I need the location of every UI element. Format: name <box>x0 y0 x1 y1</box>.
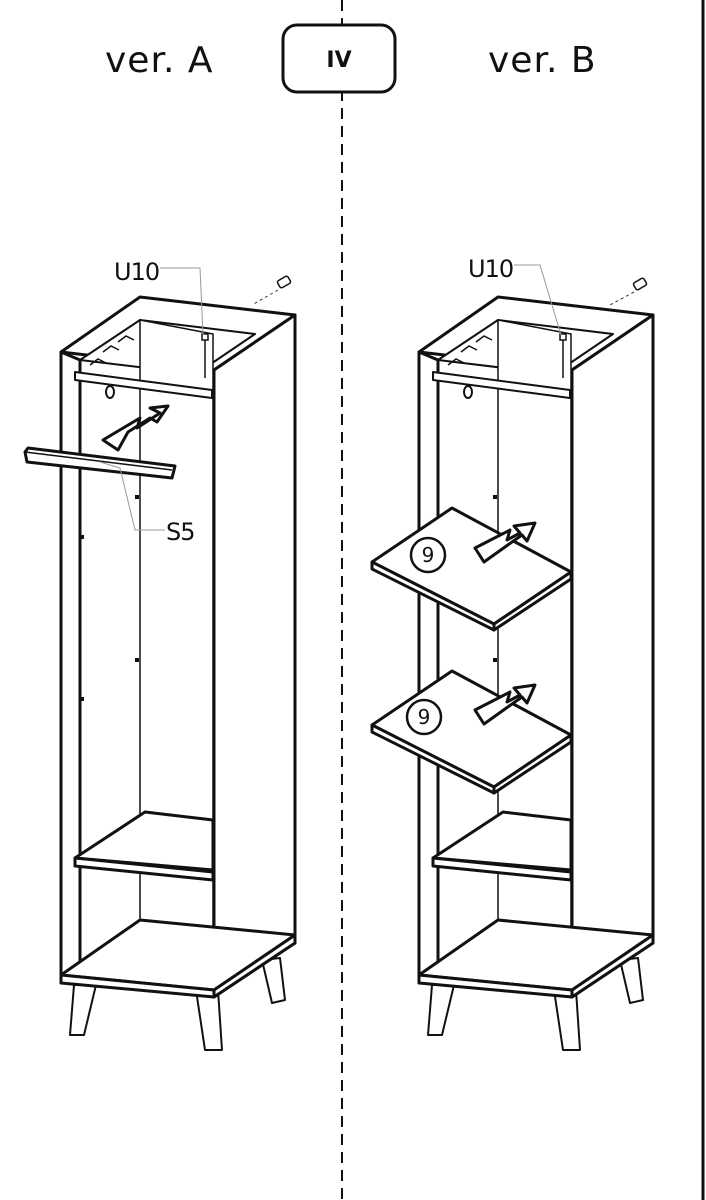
hinge-hole <box>436 411 440 415</box>
shelf-pin-hole <box>493 495 497 499</box>
screw-u10 <box>201 275 292 378</box>
leader-u10-b <box>514 264 562 336</box>
shelf-pin-hole <box>80 697 84 701</box>
part-label-s5: S5 <box>166 518 195 546</box>
side-panel-left <box>417 350 440 977</box>
insert-arrow <box>473 683 537 726</box>
leg-back-right <box>261 957 286 1004</box>
step-badge: IV <box>281 23 397 94</box>
hinge-hole <box>436 933 440 937</box>
hinge-hole <box>78 403 82 407</box>
top-rail <box>432 371 571 399</box>
screw-u10 <box>559 277 648 378</box>
fixed-shelf-edge <box>431 856 573 882</box>
part-label-u10: U10 <box>468 255 513 283</box>
leg-front-left <box>69 984 97 1036</box>
leg-back-right <box>619 957 644 1004</box>
leg-front-right <box>195 989 223 1051</box>
hinge-hole <box>436 403 440 407</box>
leader-u10-a <box>160 267 204 336</box>
hanging-hook <box>105 385 115 399</box>
rail-brackets <box>89 335 135 366</box>
part-label-u10: U10 <box>114 258 159 286</box>
rail-brackets <box>447 335 493 366</box>
hanging-rail-edge <box>24 451 173 471</box>
shelf-pin-hole <box>80 535 84 539</box>
step-number: IV <box>326 48 351 73</box>
leg-front-left <box>427 984 455 1036</box>
hinge-hole <box>436 663 440 667</box>
hinge-hole <box>78 933 82 937</box>
shelf-pin-hole <box>493 658 497 662</box>
cabinet-version-b: 9 9 U10 <box>370 255 655 1051</box>
shelf-9-lower: 9 <box>370 669 573 795</box>
bottom-base-side <box>212 933 297 999</box>
shelf-number: 9 <box>418 705 431 729</box>
hanging-hook <box>463 385 473 399</box>
version-a-label: ver. A <box>105 40 213 81</box>
shelf-9-upper: 9 <box>370 506 573 632</box>
insert-arrow <box>473 521 537 564</box>
leader-s5 <box>99 461 165 531</box>
side-panel-right <box>570 313 655 999</box>
side-panel-right <box>212 313 297 999</box>
shelf-pin-hole <box>135 495 139 499</box>
fixed-shelf-edge <box>73 856 215 882</box>
hinge-hole <box>78 411 82 415</box>
hinge-hole <box>78 675 82 679</box>
shelf-pin-hole <box>135 658 139 662</box>
bottom-base-side <box>570 933 655 999</box>
hinge-hole <box>78 923 82 927</box>
leg-front-right <box>553 989 581 1051</box>
shelf-number-badge <box>409 536 447 574</box>
step-badge-frame <box>281 23 397 94</box>
version-b-label: ver. B <box>488 40 597 81</box>
shelf-number: 9 <box>422 543 435 567</box>
shelf-number-badge <box>405 698 443 736</box>
hanging-rail-s5 <box>23 446 177 480</box>
side-panel-left <box>59 350 82 977</box>
top-rail <box>74 371 213 399</box>
hinge-hole <box>436 923 440 927</box>
cabinet-version-a: U10 S5 <box>23 258 297 1051</box>
insert-arrow <box>101 404 170 452</box>
hinge-hole <box>78 663 82 667</box>
